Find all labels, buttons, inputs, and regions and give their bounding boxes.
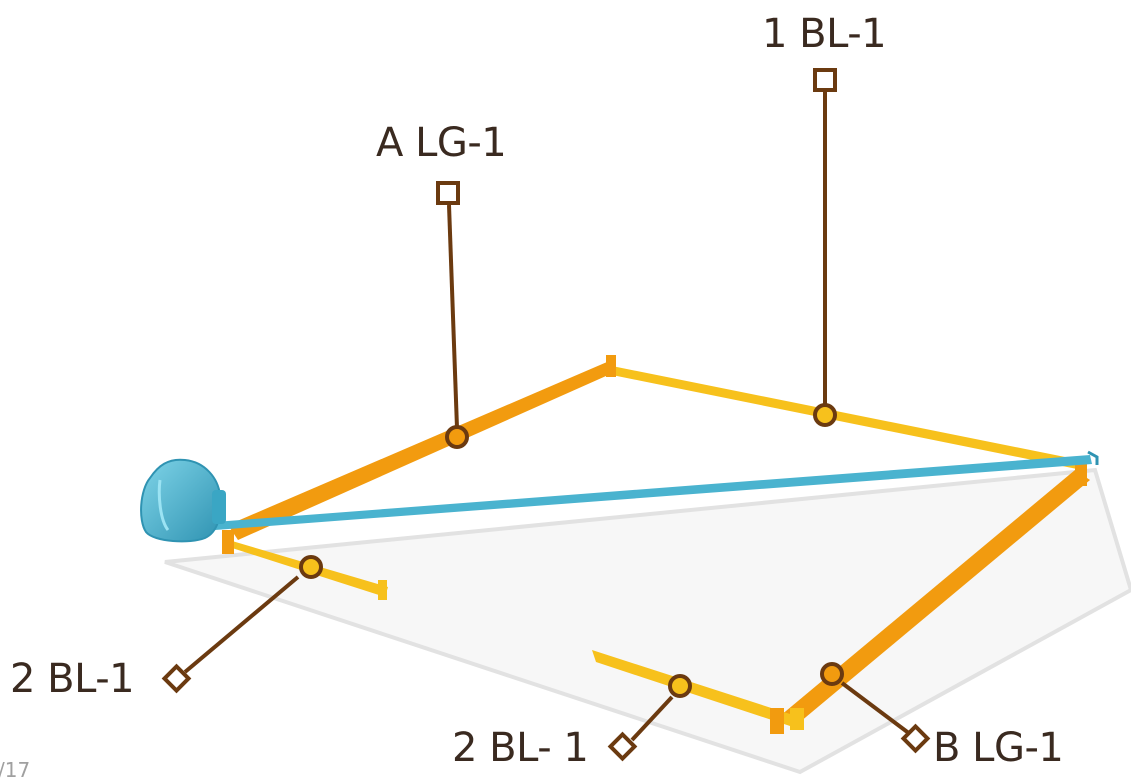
tape-measure-icon xyxy=(140,458,226,543)
tape-blade xyxy=(215,455,1092,530)
ground-plane xyxy=(164,467,1131,775)
board-left-edge xyxy=(228,362,615,540)
board-stake-right xyxy=(1075,462,1087,486)
label-top-right: 1 BL-1 xyxy=(762,11,887,57)
board-stake-left-end xyxy=(378,580,387,600)
circle-marker-icon xyxy=(299,555,323,579)
circle-marker-icon xyxy=(668,674,692,698)
diamond-marker-icon xyxy=(900,723,931,754)
diamond-marker-icon xyxy=(607,731,638,762)
board-top-right-edge xyxy=(607,365,1082,470)
diamond-marker-icon xyxy=(161,663,192,694)
circle-marker-icon xyxy=(820,662,844,686)
label-bottom-center: 2 BL- 1 xyxy=(452,725,589,771)
label-bottom-right: B LG-1 xyxy=(933,725,1064,771)
leader-lines xyxy=(183,92,912,742)
circle-marker-icon xyxy=(813,403,837,427)
page-number: /17 xyxy=(0,758,31,782)
label-bottom-left: 2 BL-1 xyxy=(10,656,135,702)
board-stake-top xyxy=(606,355,616,377)
square-marker-icon xyxy=(436,181,460,205)
square-marker-icon xyxy=(813,68,837,92)
board-stake-bottom-b xyxy=(790,708,804,730)
label-top-left: A LG-1 xyxy=(376,120,507,166)
board-stake-left xyxy=(222,530,234,554)
circle-marker-icon xyxy=(445,425,469,449)
board-stake-bottom xyxy=(770,708,784,734)
board-right-edge xyxy=(780,470,1090,722)
